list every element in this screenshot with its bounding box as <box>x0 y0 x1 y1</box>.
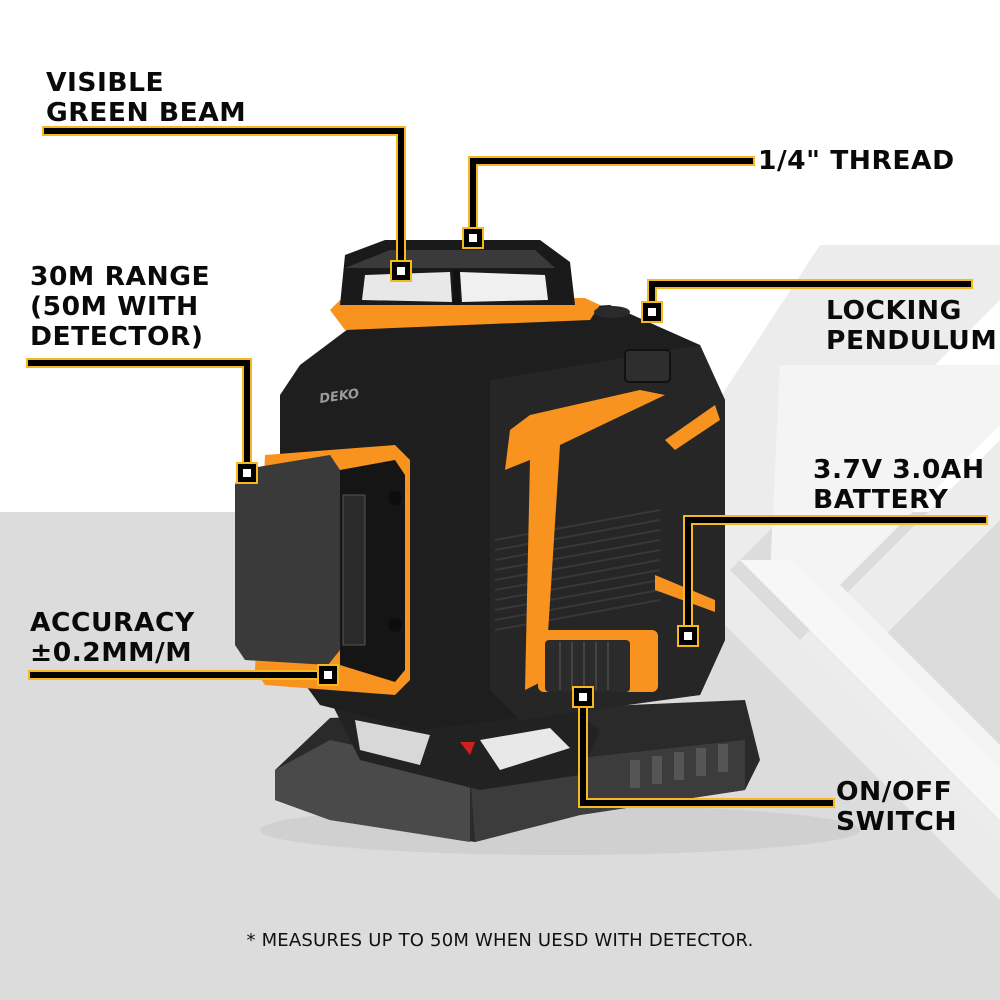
brand-logo: DEKO <box>318 387 360 407</box>
label-accuracy: ACCURACY ±0.2MM/M <box>30 608 195 668</box>
laser-head <box>330 240 630 330</box>
label-thread: 1/4" THREAD <box>758 146 955 176</box>
label-range: 30M RANGE (50M WITH DETECTOR) <box>30 262 211 352</box>
laser-body: DEKO <box>235 305 725 730</box>
footnote: * MEASURES UP TO 50M WHEN UESD WITH DETE… <box>246 930 754 951</box>
label-visible-green-beam: VISIBLE GREEN BEAM <box>46 68 247 128</box>
label-on-off-switch: ON/OFF SWITCH <box>836 777 958 837</box>
label-battery: 3.7V 3.0AH BATTERY <box>813 455 985 515</box>
label-locking-pendulum: LOCKING PENDULUM <box>826 296 998 356</box>
